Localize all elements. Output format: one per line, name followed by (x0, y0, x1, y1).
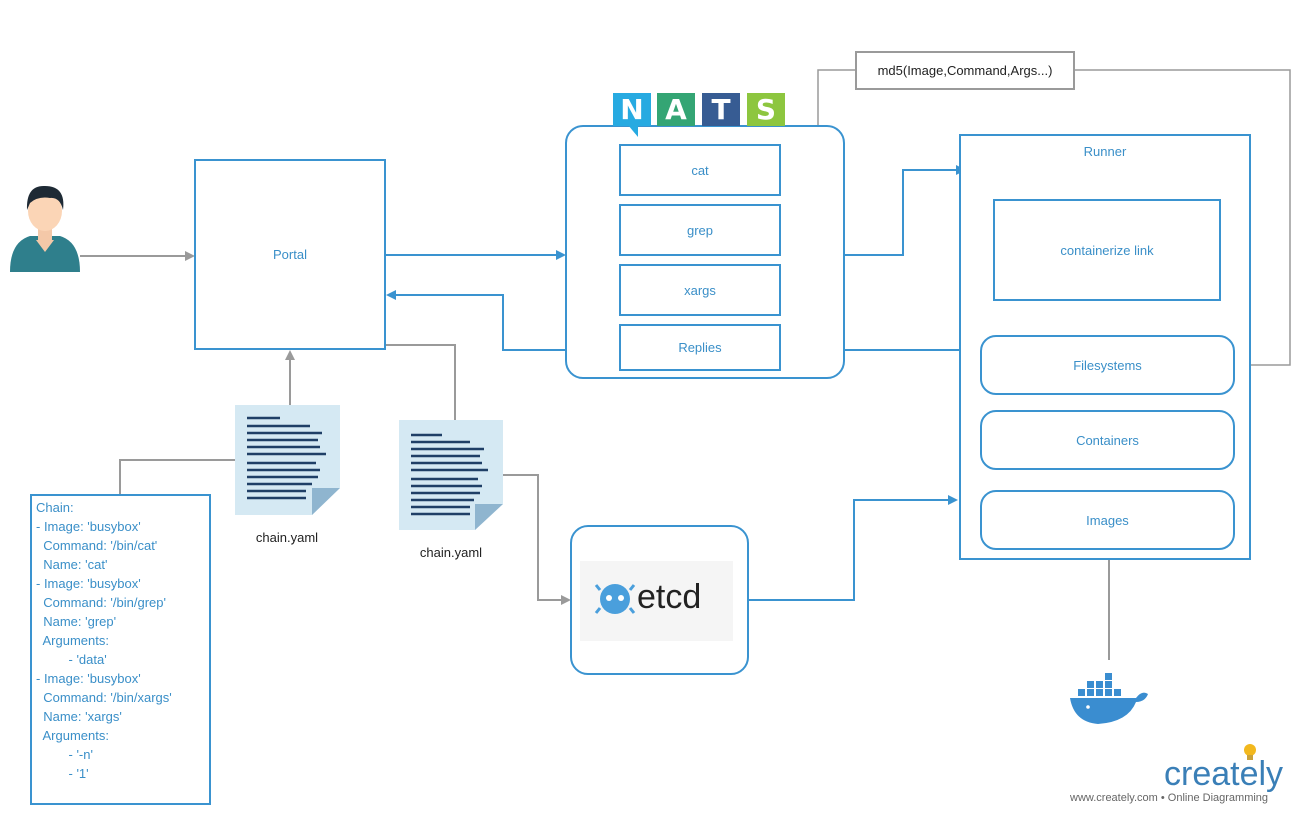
md5-label: md5(Image,Command,Args...) (877, 63, 1053, 78)
nats-subject-label: Replies (678, 340, 722, 355)
lightbulb-icon (1244, 744, 1256, 760)
etcd-to-runner-connector (749, 495, 958, 601)
file-caption: chain.yaml (419, 545, 483, 560)
document-icon (235, 405, 340, 515)
portal-box: Portal (194, 159, 386, 350)
yaml2-to-etcd-connector (503, 474, 571, 605)
nats-logo-tail (628, 125, 638, 137)
etcd-label: etcd (637, 578, 702, 616)
document-icon (399, 420, 503, 530)
nats-subject-replies: Replies (619, 324, 781, 371)
creately-logo: creately (1164, 755, 1284, 793)
replies-to-portal-connector (386, 290, 620, 351)
nats-logo-letter: N (613, 93, 651, 126)
portal-label: Portal (273, 247, 307, 262)
user-avatar-icon (10, 185, 80, 272)
portal-to-yaml2-connector (386, 344, 456, 421)
nats-logo-letter: S (747, 93, 785, 126)
chain-text-to-yaml-connector (119, 459, 236, 494)
nats-logo-letter: T (702, 93, 740, 126)
etcd-box (570, 525, 749, 675)
file-caption: chain.yaml (255, 530, 319, 545)
containers-layer: Containers (980, 410, 1235, 470)
nats-subject-grep: grep (619, 204, 781, 256)
chain-definition-box (30, 494, 211, 805)
md5-box: md5(Image,Command,Args...) (855, 51, 1075, 90)
nats-subject-label: cat (691, 162, 709, 178)
md5-to-filesystems-connector (1074, 69, 1291, 366)
layer-label: Containers (1076, 432, 1139, 448)
containerize-link-box: containerize link (993, 199, 1221, 301)
nats-to-runner-connector (845, 165, 966, 256)
filesystems-layer: Filesystems (980, 335, 1235, 395)
layer-label: Images (1086, 512, 1129, 528)
nats-subject-label: grep (686, 222, 714, 238)
layer-label: Filesystems (1073, 357, 1142, 373)
nats-logo-letter: A (657, 93, 695, 126)
creately-footer: www.creately.com • Online Diagramming (1070, 792, 1269, 804)
containerize-link-label: containerize link (1060, 242, 1154, 258)
runner-title: Runner (1083, 144, 1127, 159)
docker-whale-icon (1070, 673, 1148, 724)
etcd-icon (580, 561, 733, 641)
images-layer: Images (980, 490, 1235, 550)
chain-definition-text: Chain: - Image: 'busybox' Command: '/bin… (36, 500, 172, 781)
nats-subject-cat: cat (619, 144, 781, 196)
nats-subject-xargs: xargs (619, 264, 781, 316)
nats-subject-label: xargs (684, 282, 716, 298)
